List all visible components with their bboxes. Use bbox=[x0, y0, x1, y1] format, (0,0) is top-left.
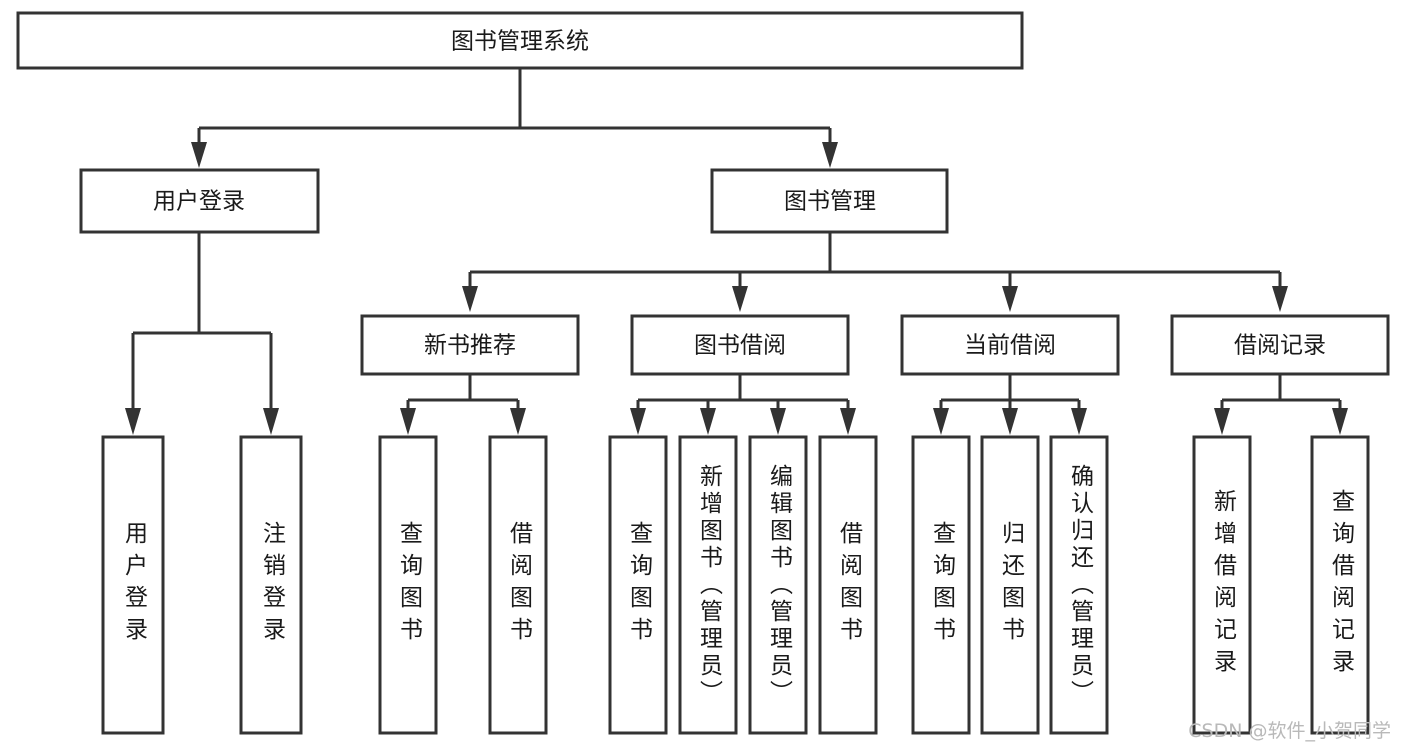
node-leaf-query-book-2[interactable] bbox=[608, 435, 668, 735]
arrow-head-leaf-query-book-3 bbox=[933, 408, 949, 435]
arrow-head-leaf-query-book-2 bbox=[630, 408, 646, 435]
node-book-manage-box[interactable] bbox=[710, 168, 949, 234]
connector-group-book-manage bbox=[462, 232, 1288, 312]
connector-group-new-book-recommend bbox=[400, 374, 526, 435]
node-user-login-box[interactable] bbox=[79, 168, 320, 234]
node-leaf-add-book-box[interactable] bbox=[678, 435, 738, 735]
node-current-borrow-label: 当前借阅 bbox=[964, 333, 1056, 359]
node-leaf-query-book-3-box[interactable] bbox=[911, 435, 971, 735]
node-leaf-query-record-box[interactable] bbox=[1310, 435, 1370, 735]
arrow-head-leaf-logout-login bbox=[263, 408, 279, 435]
arrow-head-current-borrow bbox=[1002, 286, 1018, 312]
node-user-login[interactable]: 用户登录 bbox=[79, 168, 320, 234]
node-book-borrow-box[interactable] bbox=[630, 314, 850, 376]
node-leaf-query-record[interactable] bbox=[1310, 435, 1370, 735]
connector-group-root bbox=[191, 68, 838, 168]
node-borrow-record-box[interactable] bbox=[1170, 314, 1390, 376]
node-leaf-borrow-book-1-box[interactable] bbox=[488, 435, 548, 735]
node-leaf-add-book[interactable] bbox=[678, 435, 738, 735]
node-leaf-user-login-box[interactable] bbox=[101, 435, 165, 735]
node-leaf-user-login[interactable] bbox=[101, 435, 165, 735]
arrow-head-leaf-add-book bbox=[700, 408, 716, 435]
node-current-borrow-box[interactable] bbox=[900, 314, 1120, 376]
arrow-head-book-borrow bbox=[732, 286, 748, 312]
arrow-head-leaf-edit-book bbox=[770, 408, 786, 435]
arrow-head-leaf-borrow-book-1 bbox=[510, 408, 526, 435]
arrow-head-user-login bbox=[191, 142, 207, 168]
node-leaf-confirm-return[interactable] bbox=[1049, 435, 1109, 735]
node-new-book-recommend-label: 新书推荐 bbox=[424, 333, 516, 359]
arrow-head-leaf-return-book bbox=[1002, 408, 1018, 435]
node-new-book-recommend[interactable]: 新书推荐 bbox=[360, 314, 580, 376]
node-leaf-borrow-book-2[interactable] bbox=[818, 435, 878, 735]
node-leaf-return-book[interactable] bbox=[980, 435, 1040, 735]
node-leaf-confirm-return-box[interactable] bbox=[1049, 435, 1109, 735]
arrow-head-leaf-query-book-1 bbox=[400, 408, 416, 435]
node-root[interactable]: 图书管理系统 bbox=[16, 11, 1024, 70]
node-leaf-query-book-1-box[interactable] bbox=[378, 435, 438, 735]
arrow-head-leaf-query-record bbox=[1332, 408, 1348, 435]
node-current-borrow[interactable]: 当前借阅 bbox=[900, 314, 1120, 376]
node-leaf-borrow-book-1[interactable] bbox=[488, 435, 548, 735]
node-borrow-record-label: 借阅记录 bbox=[1234, 333, 1326, 359]
node-borrow-record[interactable]: 借阅记录 bbox=[1170, 314, 1390, 376]
arrow-head-leaf-add-record bbox=[1214, 408, 1230, 435]
node-leaf-query-book-3[interactable] bbox=[911, 435, 971, 735]
node-new-book-recommend-box[interactable] bbox=[360, 314, 580, 376]
node-leaf-add-record[interactable] bbox=[1192, 435, 1252, 735]
node-root-label: 图书管理系统 bbox=[451, 29, 589, 55]
node-leaf-query-book-1[interactable] bbox=[378, 435, 438, 735]
arrow-head-borrow-record bbox=[1272, 286, 1288, 312]
node-leaf-query-book-2-box[interactable] bbox=[608, 435, 668, 735]
node-leaf-add-record-box[interactable] bbox=[1192, 435, 1252, 735]
arrow-head-leaf-confirm-return bbox=[1071, 408, 1087, 435]
node-leaf-logout-login[interactable] bbox=[239, 435, 303, 735]
node-book-manage-label: 图书管理 bbox=[784, 189, 876, 215]
arrow-head-leaf-user-login bbox=[125, 408, 141, 435]
arrow-head-book-manage bbox=[822, 142, 838, 168]
node-leaf-edit-book[interactable] bbox=[748, 435, 808, 735]
node-leaf-logout-login-box[interactable] bbox=[239, 435, 303, 735]
node-book-borrow-label: 图书借阅 bbox=[694, 333, 786, 359]
node-user-login-label: 用户登录 bbox=[153, 189, 245, 215]
arrow-head-leaf-borrow-book-2 bbox=[840, 408, 856, 435]
node-book-borrow[interactable]: 图书借阅 bbox=[630, 314, 850, 376]
connector-group-user-login bbox=[125, 232, 279, 435]
node-book-manage[interactable]: 图书管理 bbox=[710, 168, 949, 234]
node-leaf-edit-book-box[interactable] bbox=[748, 435, 808, 735]
connector-group-current-borrow bbox=[933, 374, 1087, 435]
node-leaf-borrow-book-2-box[interactable] bbox=[818, 435, 878, 735]
arrow-head-new-book-recommend bbox=[462, 286, 478, 312]
connector-group-borrow-record bbox=[1214, 374, 1348, 435]
connector-group-book-borrow bbox=[630, 374, 856, 435]
node-leaf-return-book-box[interactable] bbox=[980, 435, 1040, 735]
node-root-box[interactable] bbox=[16, 11, 1024, 70]
